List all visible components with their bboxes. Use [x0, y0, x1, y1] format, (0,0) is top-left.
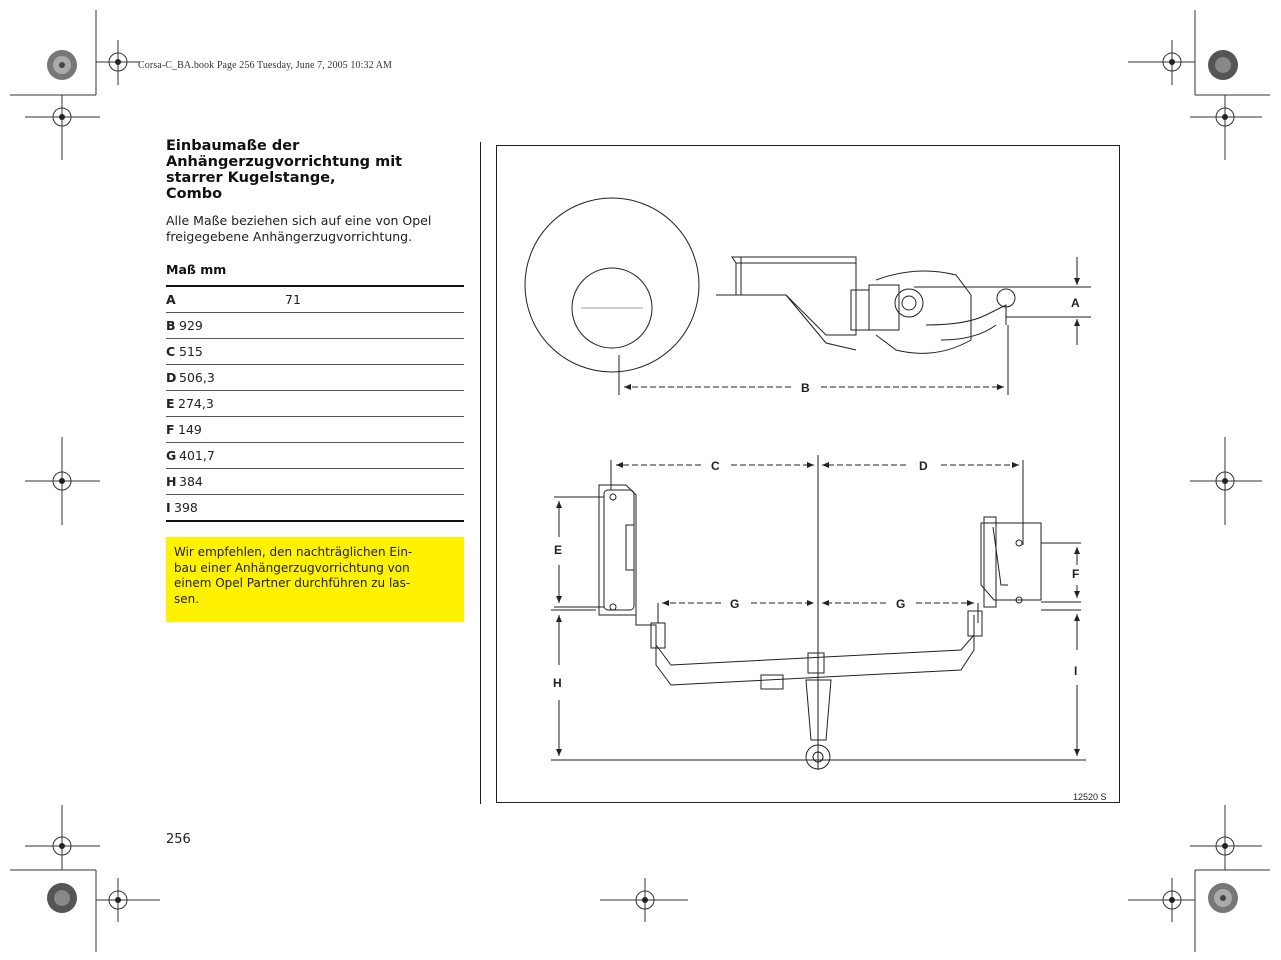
- wheel-drawing: [524, 197, 700, 373]
- recommendation-note-text: Wir empfehlen, den nachträglichen Ein- b…: [174, 545, 464, 607]
- intro-line: Alle Maße beziehen sich auf eine von Ope…: [166, 213, 432, 228]
- row-key: I: [166, 500, 171, 515]
- dimension-label-H: H: [553, 676, 562, 690]
- row-key: H: [166, 474, 177, 489]
- recommendation-note-box: [166, 537, 464, 622]
- row-divider: [166, 338, 464, 339]
- dimension-label-A: A: [1071, 296, 1080, 310]
- dimension-label-F: F: [1072, 567, 1079, 581]
- row-key: G: [166, 448, 177, 463]
- table-header: Maß mm: [166, 262, 227, 277]
- title-line: Anhängerzugvorrichtung mit: [166, 154, 403, 170]
- dimension-label-D: D: [919, 459, 928, 473]
- row-key: B: [166, 318, 176, 333]
- row-value: 384: [179, 474, 203, 489]
- dimension-label-G-right: G: [896, 597, 905, 611]
- intro-line: freigegebene Anhängerzugvorrichtung.: [166, 229, 413, 244]
- row-key: A: [166, 292, 176, 307]
- row-value: 506,3: [179, 370, 215, 385]
- row-value: 401,7: [179, 448, 215, 463]
- table-top-rule: [166, 285, 464, 287]
- note-line: einem Opel Partner durchführen zu las-: [174, 576, 411, 590]
- table-bottom-rule: [166, 520, 464, 522]
- row-divider: [166, 468, 464, 469]
- dimension-label-E: E: [554, 543, 562, 557]
- column-divider: [480, 142, 481, 804]
- row-key: C: [166, 344, 176, 359]
- title-line: Combo: [166, 186, 223, 202]
- dimension-label-G-left: G: [730, 597, 739, 611]
- row-value: 149: [178, 422, 202, 437]
- table-row: C 515: [166, 339, 464, 365]
- table-row: E 274,3: [166, 391, 464, 417]
- table-row: H 384: [166, 469, 464, 495]
- note-line: bau einer Anhängerzugvorrichtung von: [174, 560, 410, 575]
- note-line: Wir empfehlen, den nachträglichen Ein-: [174, 545, 413, 559]
- title-line: starrer Kugelstange,: [166, 170, 336, 186]
- table-row: B 929: [166, 313, 464, 339]
- technical-drawing-frame: [496, 145, 1120, 803]
- row-key: D: [166, 370, 177, 385]
- page-number: 256: [166, 832, 191, 847]
- row-value: 515: [179, 344, 203, 359]
- row-divider: [166, 312, 464, 313]
- dimension-label-I: I: [1074, 664, 1077, 678]
- table-row: I 398: [166, 495, 464, 521]
- tow-bar-technical-drawing: A B C D E F G G H I: [524, 197, 1091, 770]
- row-divider: [166, 494, 464, 495]
- intro-text: Alle Maße beziehen sich auf eine von Ope…: [166, 213, 466, 245]
- row-divider: [166, 364, 464, 365]
- table-row: D 506,3: [166, 365, 464, 391]
- table-row: G 401,7: [166, 443, 464, 469]
- note-line: sen.: [174, 591, 200, 606]
- row-divider: [166, 416, 464, 417]
- row-value: 929: [179, 318, 203, 333]
- title-line: Einbaumaße der: [166, 138, 300, 154]
- row-divider: [166, 442, 464, 443]
- table-row: A 71: [166, 287, 464, 313]
- row-key: F: [166, 422, 175, 437]
- print-header: Corsa-C_BA.book Page 256 Tuesday, June 7…: [138, 60, 393, 71]
- row-value: 274,3: [178, 396, 214, 411]
- section-title: Einbaumaße der Anhängerzugvorrichtung mi…: [166, 138, 456, 202]
- row-divider: [166, 390, 464, 391]
- row-value: 398: [174, 500, 198, 515]
- dimension-label-B: B: [801, 381, 810, 395]
- row-key: E: [166, 396, 175, 411]
- dimension-label-C: C: [711, 459, 720, 473]
- table-row: F 149: [166, 417, 464, 443]
- figure-code: 12520 S: [1073, 792, 1107, 802]
- row-value: 71: [285, 292, 301, 307]
